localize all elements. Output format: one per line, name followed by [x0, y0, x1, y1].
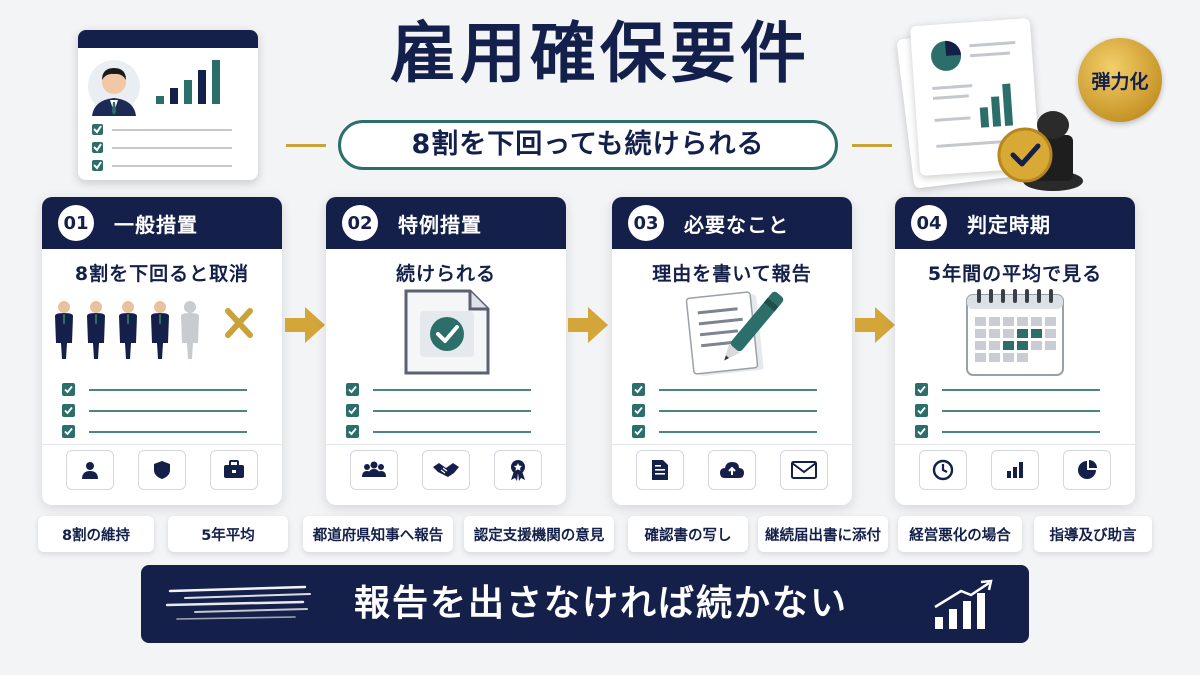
- step-checklist: [62, 379, 262, 442]
- check-icon: [346, 404, 359, 417]
- document-with-pen-icon: [685, 291, 784, 376]
- step-card-1: 01 一般措置 8割を下回ると取消: [42, 197, 282, 505]
- step-title: 特例措置: [398, 212, 482, 237]
- calendar-icon: [966, 289, 1064, 376]
- tag-confirmation-copy: 確認書の写し: [628, 516, 748, 552]
- subtitle-pill: 8割を下回っても続けられる: [338, 120, 838, 170]
- stamp-seal-icon: [997, 111, 1083, 191]
- step-number: 04: [911, 205, 947, 241]
- shield-icon: [138, 449, 186, 490]
- tag-maintain-80-percent: 8割の維持: [38, 516, 154, 552]
- check-icon: [632, 383, 645, 396]
- bar-chart-icon: [991, 449, 1039, 490]
- step-card-3: 03 必要なこと 理由を書いて報告: [612, 197, 852, 505]
- step-number: 03: [628, 205, 664, 241]
- arrow-right-icon: [855, 307, 895, 343]
- check-icon: [62, 425, 75, 438]
- subtitle-left-rule: [286, 144, 326, 147]
- subtitle-right-rule: [852, 144, 892, 147]
- check-icon: [632, 425, 645, 438]
- flexibility-badge: 弾力化: [1078, 38, 1162, 122]
- check-icon: [62, 383, 75, 396]
- profile-checklist: [92, 124, 232, 171]
- step-header: 01 一般措置: [42, 197, 282, 249]
- person-icon: [66, 449, 114, 490]
- tag-report-to-governor: 都道府県知事へ報告: [303, 516, 453, 552]
- step-icon-row: [326, 444, 566, 494]
- step-number: 02: [342, 205, 378, 241]
- step-subtitle: 5年間の平均で見る: [927, 263, 1103, 285]
- step-icon-row: [895, 444, 1135, 494]
- document-front-sheet: [909, 17, 1041, 177]
- step-header: 03 必要なこと: [612, 197, 852, 249]
- clock-icon: [919, 449, 967, 490]
- conclusion-banner: 報告を出さなければ続かない: [141, 565, 1029, 643]
- step-checklist: [915, 379, 1115, 442]
- step-icon-row: [612, 444, 852, 494]
- group-icon: [350, 449, 398, 490]
- tag-5-year-average: 5年平均: [168, 516, 288, 552]
- pie-chart-icon: [1063, 449, 1111, 490]
- check-icon: [62, 404, 75, 417]
- step-header: 02 特例措置: [326, 197, 566, 249]
- step-checklist: [346, 379, 546, 442]
- step-header: 04 判定時期: [895, 197, 1135, 249]
- document-icon: [636, 449, 684, 490]
- step-card-4: 04 判定時期 5年間の平均で見る: [895, 197, 1135, 505]
- step-subtitle: 8割を下回ると取消: [74, 263, 250, 285]
- profile-card-illustration: [78, 30, 258, 180]
- tag-business-deterioration: 経営悪化の場合: [898, 516, 1022, 552]
- report-chart-icon: [931, 40, 1017, 148]
- arrow-right-icon: [568, 307, 608, 343]
- mail-icon: [780, 449, 828, 490]
- step-title: 判定時期: [967, 212, 1051, 237]
- cloud-upload-icon: [708, 449, 756, 490]
- approved-document-icon: [404, 289, 490, 375]
- step-subtitle: 続けられる: [395, 263, 496, 285]
- check-icon: [915, 383, 928, 396]
- tag-guidance-advice: 指導及び助言: [1034, 516, 1152, 552]
- growth-chart-icon: [934, 579, 993, 629]
- step-card-2: 02 特例措置 続けられる: [326, 197, 566, 505]
- step-checklist: [632, 379, 832, 442]
- handshake-icon: [422, 449, 470, 490]
- check-icon: [346, 425, 359, 438]
- briefcase-icon: [210, 449, 258, 490]
- arrow-right-icon: [285, 307, 325, 343]
- step-title: 一般措置: [114, 212, 198, 237]
- businessman-avatar-icon: [88, 60, 220, 116]
- check-icon: [915, 404, 928, 417]
- employees-with-cross-icon: [55, 301, 253, 359]
- check-icon: [632, 404, 645, 417]
- step-icon-row: [42, 444, 282, 494]
- tag-support-institution-opinion: 認定支援機関の意見: [464, 516, 614, 552]
- profile-card-header-bar: [78, 30, 258, 48]
- award-icon: [494, 449, 542, 490]
- check-icon: [346, 383, 359, 396]
- speed-lines-icon: [165, 585, 311, 620]
- check-icon: [915, 425, 928, 438]
- step-number: 01: [58, 205, 94, 241]
- tag-attach-continuation-form: 継続届出書に添付: [758, 516, 888, 552]
- page-title: 雇用確保要件: [390, 15, 810, 92]
- conclusion-text: 報告を出さなければ続かない: [353, 583, 848, 624]
- step-subtitle: 理由を書いて報告: [652, 263, 812, 285]
- step-title: 必要なこと: [684, 212, 789, 237]
